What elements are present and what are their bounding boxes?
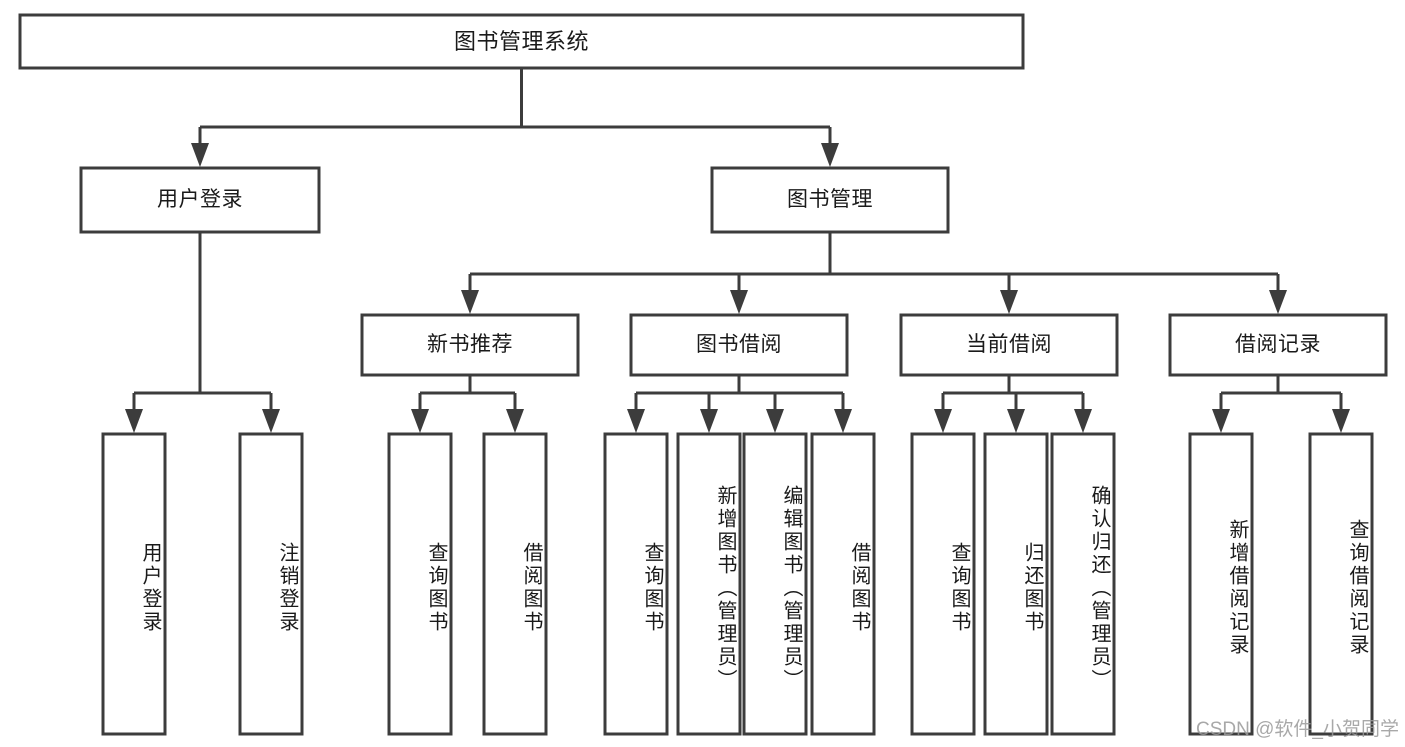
node-box-leaf-2[interactable] [238,432,304,736]
arrowhead-icon [125,409,143,433]
arrowhead-icon [627,409,645,433]
arrowhead-icon [1000,290,1018,314]
arrowhead-icon [262,409,280,433]
node-box-l3-record[interactable] [1168,313,1388,377]
node-box-leaf-12[interactable] [1188,432,1254,736]
connector-layer [125,68,1350,433]
node-box-l3-newbook[interactable] [360,313,580,377]
node-box-leaf-7[interactable] [742,432,808,736]
node-box-leaf-1[interactable] [101,432,167,736]
arrowhead-icon [1332,409,1350,433]
node-box-l2-books[interactable] [710,166,950,234]
arrowhead-icon [506,409,524,433]
arrowhead-icon [934,409,952,433]
node-box-leaf-13[interactable] [1308,432,1374,736]
arrowhead-icon [730,290,748,314]
arrowhead-icon [411,409,429,433]
node-box-leaf-8[interactable] [810,432,876,736]
node-box-leaf-4[interactable] [482,432,548,736]
node-box-leaf-3[interactable] [387,432,453,736]
arrowhead-icon [1007,409,1025,433]
node-box-l3-borrow[interactable] [629,313,849,377]
arrowhead-icon [461,290,479,314]
node-box-leaf-9[interactable] [910,432,976,736]
node-box-l3-current[interactable] [899,313,1119,377]
arrowhead-icon [191,143,209,167]
arrowhead-icon [1074,409,1092,433]
node-box-leaf-6[interactable] [676,432,742,736]
arrowhead-icon [821,143,839,167]
node-box-leaf-11[interactable] [1050,432,1116,736]
node-box-layer [18,13,1388,736]
arrowhead-icon [834,409,852,433]
node-box-root[interactable] [18,13,1025,70]
arrowhead-icon [766,409,784,433]
arrowhead-icon [700,409,718,433]
node-box-leaf-5[interactable] [603,432,669,736]
arrowhead-icon [1212,409,1230,433]
node-box-leaf-10[interactable] [983,432,1049,736]
node-box-l2-login[interactable] [79,166,321,234]
arrowhead-icon [1269,290,1287,314]
